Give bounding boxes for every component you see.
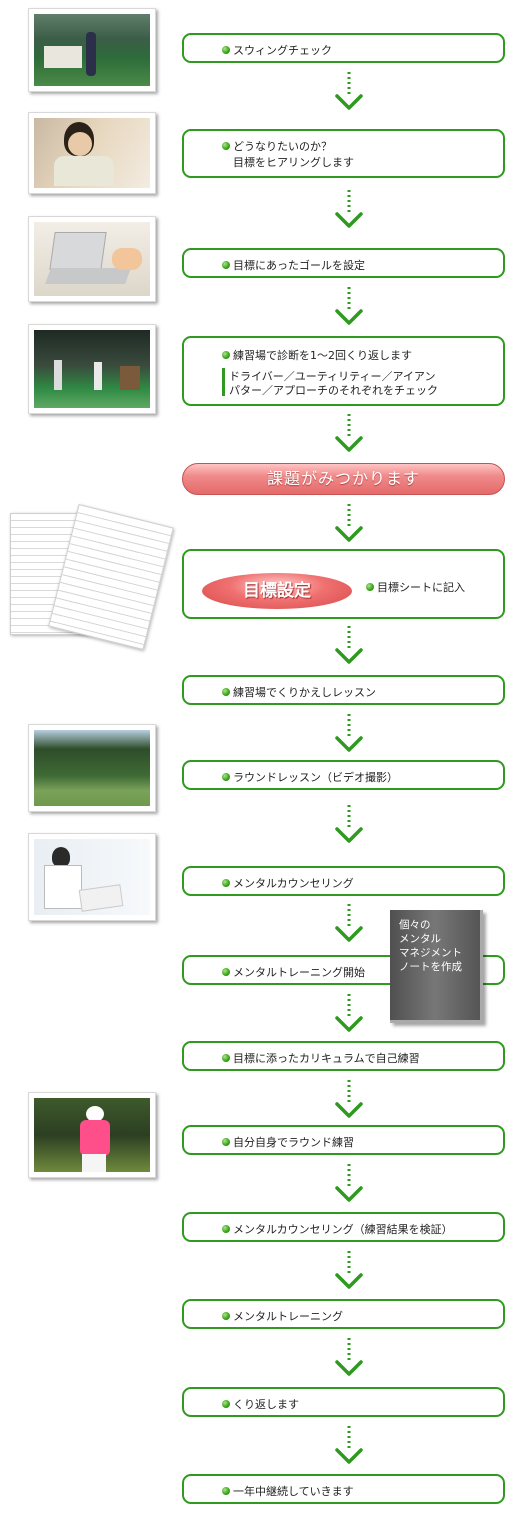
step-label: メンタルカウンセリング — [233, 877, 354, 890]
bullet-icon — [222, 968, 230, 976]
step-sublabel: ドライバー／ユーティリティー／アイアン — [229, 370, 436, 383]
down-arrow-icon — [335, 714, 363, 752]
down-arrow-icon — [335, 904, 363, 942]
step-label: 目標にあったゴールを設定 — [233, 259, 365, 272]
step-self-round: 自分自身でラウンド練習 — [182, 1125, 505, 1155]
step-goal-setting: 目標にあったゴールを設定 — [182, 248, 505, 278]
bullet-icon — [222, 142, 230, 150]
photo-golf-course — [28, 724, 156, 812]
photo-laptop — [28, 216, 156, 302]
down-arrow-icon — [335, 626, 363, 664]
down-arrow-icon — [335, 504, 363, 542]
step-repeat: くり返します — [182, 1387, 505, 1417]
step-counseling-verify: メンタルカウンセリング（練習結果を検証） — [182, 1212, 505, 1242]
bullet-icon — [222, 1487, 230, 1495]
photo-counselor — [28, 833, 156, 921]
goal-setting-pill: 目標設定 — [202, 573, 352, 609]
step-mental-counseling: メンタルカウンセリング — [182, 866, 505, 896]
photo-driving-range-swing — [28, 8, 156, 92]
bullet-icon — [222, 1138, 230, 1146]
down-arrow-icon — [335, 414, 363, 452]
step-label: くり返します — [233, 1398, 299, 1411]
down-arrow-icon — [335, 1338, 363, 1376]
bullet-icon — [366, 583, 374, 591]
step-label: スウィングチェック — [233, 44, 332, 57]
down-arrow-icon — [335, 72, 363, 110]
step-label: 練習場でくりかえしレッスン — [233, 686, 376, 699]
mental-management-note: 個々の メンタル マネジメント ノートを作成 — [390, 910, 483, 1023]
down-arrow-icon — [335, 1080, 363, 1118]
step-swing-check: スウィングチェック — [182, 33, 505, 63]
step-sublabel: パター／アプローチのそれぞれをチェック — [229, 384, 438, 397]
photo-practice-range — [28, 324, 156, 414]
photo-woman-smiling — [28, 112, 156, 194]
step-mental-training: メンタルトレーニング — [182, 1299, 505, 1329]
down-arrow-icon — [335, 805, 363, 843]
bullet-icon — [222, 261, 230, 269]
step-sublabel: 目標をヒアリングします — [233, 156, 354, 169]
bullet-icon — [222, 879, 230, 887]
step-repeat-lessons: 練習場でくりかえしレッスン — [182, 675, 505, 705]
bracket-bar — [222, 368, 225, 396]
bullet-icon — [222, 1400, 230, 1408]
issue-found-banner: 課題がみつかります — [182, 463, 505, 495]
down-arrow-icon — [335, 994, 363, 1032]
step-label: メンタルカウンセリング（練習結果を検証） — [233, 1223, 453, 1236]
step-hearing: どうなりたいのか？ 目標をヒアリングします — [182, 129, 505, 178]
bullet-icon — [222, 351, 230, 359]
step-label: 自分自身でラウンド練習 — [233, 1136, 354, 1149]
down-arrow-icon — [335, 1164, 363, 1202]
step-round-lesson: ラウンドレッスン（ビデオ撮影） — [182, 760, 505, 790]
step-diagnosis: 練習場で診断を1～2回くり返します ドライバー／ユーティリティー／アイアン パタ… — [182, 336, 505, 406]
bullet-icon — [222, 1312, 230, 1320]
step-goal-box: 目標設定 目標シートに記入 — [182, 549, 505, 619]
photo-golfer-pink — [28, 1092, 156, 1178]
bullet-icon — [222, 773, 230, 781]
down-arrow-icon — [335, 1426, 363, 1464]
bullet-icon — [222, 1225, 230, 1233]
bullet-icon — [222, 688, 230, 696]
step-continue-all-year: 一年中継続していきます — [182, 1474, 505, 1504]
step-self-practice: 目標に添ったカリキュラムで自己練習 — [182, 1041, 505, 1071]
bullet-icon — [222, 1054, 230, 1062]
step-label: 一年中継続していきます — [233, 1485, 354, 1498]
step-label: ラウンドレッスン（ビデオ撮影） — [233, 771, 398, 784]
bullet-icon — [222, 46, 230, 54]
step-label: 目標シートに記入 — [377, 581, 465, 594]
step-label: メンタルトレーニング開始 — [233, 966, 365, 979]
step-label: どうなりたいのか？ — [233, 140, 332, 153]
down-arrow-icon — [335, 287, 363, 325]
step-label: メンタルトレーニング — [233, 1310, 343, 1323]
step-label: 目標に添ったカリキュラムで自己練習 — [233, 1052, 420, 1065]
down-arrow-icon — [335, 190, 363, 228]
step-label: 練習場で診断を1～2回くり返します — [233, 349, 412, 362]
down-arrow-icon — [335, 1251, 363, 1289]
